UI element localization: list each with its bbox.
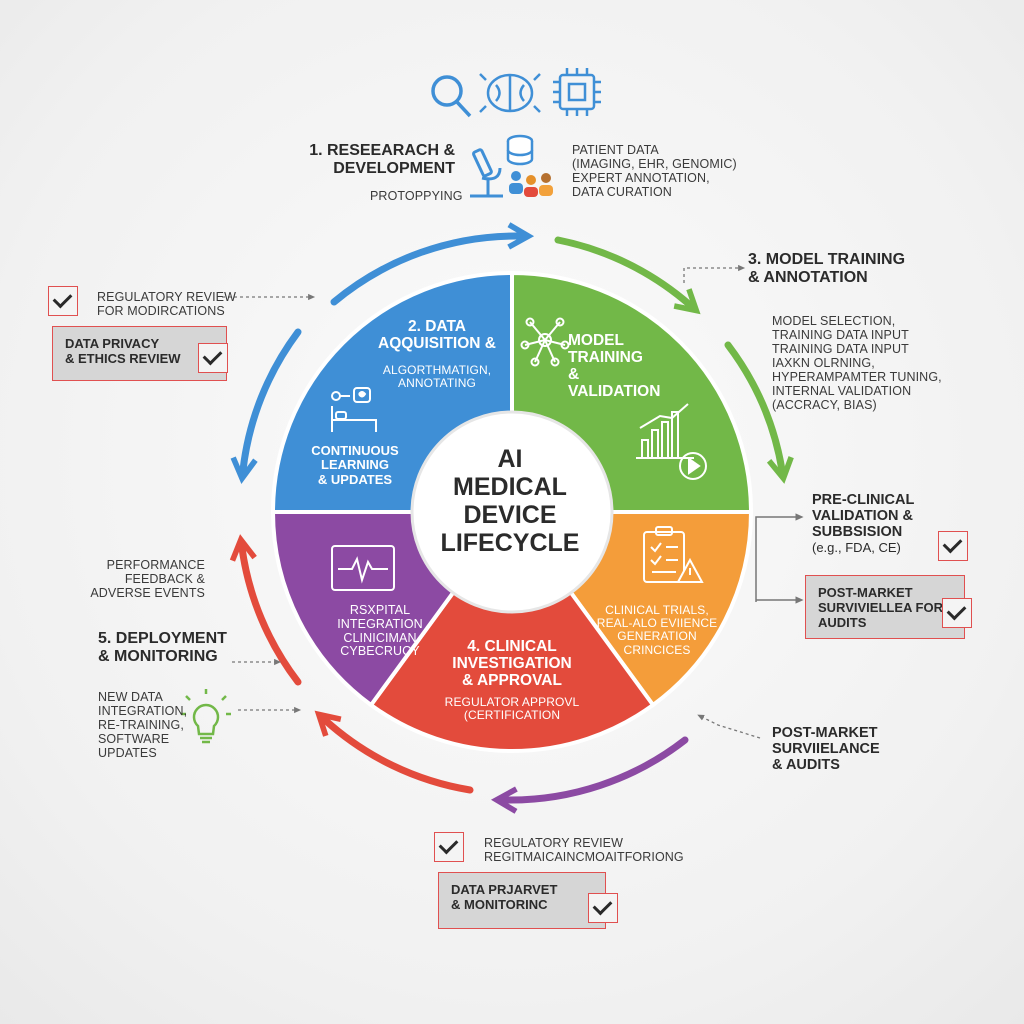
stage-deployment-title: 5. DEPLOYMENT & MONITORING: [98, 630, 227, 665]
stage-research-sub: PROTOPPYING: [370, 189, 463, 203]
regulatory-top-check[interactable]: [48, 286, 78, 316]
pre-clinical-check[interactable]: [938, 531, 968, 561]
clipboard-icon: [643, 526, 704, 583]
new-data-label: NEW DATA INTEGRATION, RE-TRAINING, SOFTW…: [98, 690, 188, 760]
connector-post-market: [697, 714, 761, 739]
brain-icon: [479, 73, 541, 113]
stage-model-training-title: 3. MODEL TRAINING & ANNOTATION: [748, 251, 906, 286]
post-market-label: POST-MARKET SURVIIELANCE & AUDITS: [772, 725, 880, 774]
regulatory-top-label: REGULATORY REVIEW FOR MODIRCATIONS: [97, 290, 237, 318]
segment-green-title: MODEL TRAINING & VALIDATION: [568, 332, 661, 401]
segment-red-sub: REGULATOR APPROVL (CERTIFICATION: [444, 695, 580, 723]
magnifier-icon: [431, 75, 472, 118]
stage-model-training-details: MODEL SELECTION, TRAINING DATA INPUT TRA…: [772, 314, 942, 412]
connector-model-training: [683, 264, 746, 283]
arrow-green-top: [554, 236, 701, 315]
segment-blue-sub: ALGORTHMATIGN, ANNOTATING: [382, 363, 492, 391]
segment-red: [368, 508, 656, 754]
post-market-box-check[interactable]: [942, 598, 972, 628]
arrow-purple-bottom: [490, 736, 689, 814]
lightbulb-icon: [181, 689, 231, 744]
post-market-box: POST-MARKET SURVIVIELLEA FOR AUDITS: [805, 575, 965, 639]
database-icon: [506, 134, 534, 166]
monitor-icon: [331, 545, 395, 591]
arrow-green-right: [724, 341, 794, 484]
network-icon: [520, 317, 570, 367]
privacy-top-check[interactable]: [198, 343, 228, 373]
people-icon: [509, 171, 553, 197]
regulatory-bottom-label: REGULATORY REVIEW REGITMAICAINCMOAITFORI…: [484, 836, 684, 864]
performance-label: PERFORMANCE FEEDBACK & ADVERSE EVENTS: [90, 558, 205, 600]
pre-clinical-label: PRE-CLINICAL VALIDATION & SUBBSISION (e.…: [812, 492, 915, 555]
bar-chart-icon: [636, 403, 707, 480]
segment-red-title: 4. CLINICAL INVESTIGATION & APPROVAL: [452, 638, 572, 690]
segment-orange-sub: CLINICAL TRIALS, REAL-ALO EVIIENCE GENER…: [596, 603, 718, 657]
arrow-blue-left: [230, 328, 302, 484]
arrow-red-left: [229, 534, 302, 686]
stage-research-title: 1. RESEEARACH & DEVELOPMENT: [309, 142, 455, 177]
hospital-bed-icon: [331, 387, 377, 432]
center-title: AI MEDICAL DEVICE LIFECYCLE: [440, 445, 580, 557]
patient-data-label: PATIENT DATA (IMAGING, EHR, GENOMIC) EXP…: [572, 143, 737, 199]
segment-blue-continuous: CONTINUOUS LEARNING & UPDATES: [311, 443, 399, 487]
connector-pre-clinical: [755, 513, 804, 602]
chip-icon: [553, 68, 601, 116]
arrow-red-bottom: [314, 710, 474, 794]
privacy-bottom-box: DATA PRJARVET & MONITORINC: [438, 872, 606, 929]
regulatory-bottom-check[interactable]: [434, 832, 464, 862]
segment-purple-sub: RSXPITAL INTEGRATION CLINICIMAN CYBECRUC…: [337, 603, 423, 659]
arrow-blue-top: [330, 222, 535, 306]
segment-blue-title: 2. DATA AQQUISITION &: [378, 318, 496, 353]
microscope-icon: [470, 148, 503, 198]
center-circle: [410, 410, 614, 614]
privacy-bottom-check[interactable]: [588, 893, 618, 923]
